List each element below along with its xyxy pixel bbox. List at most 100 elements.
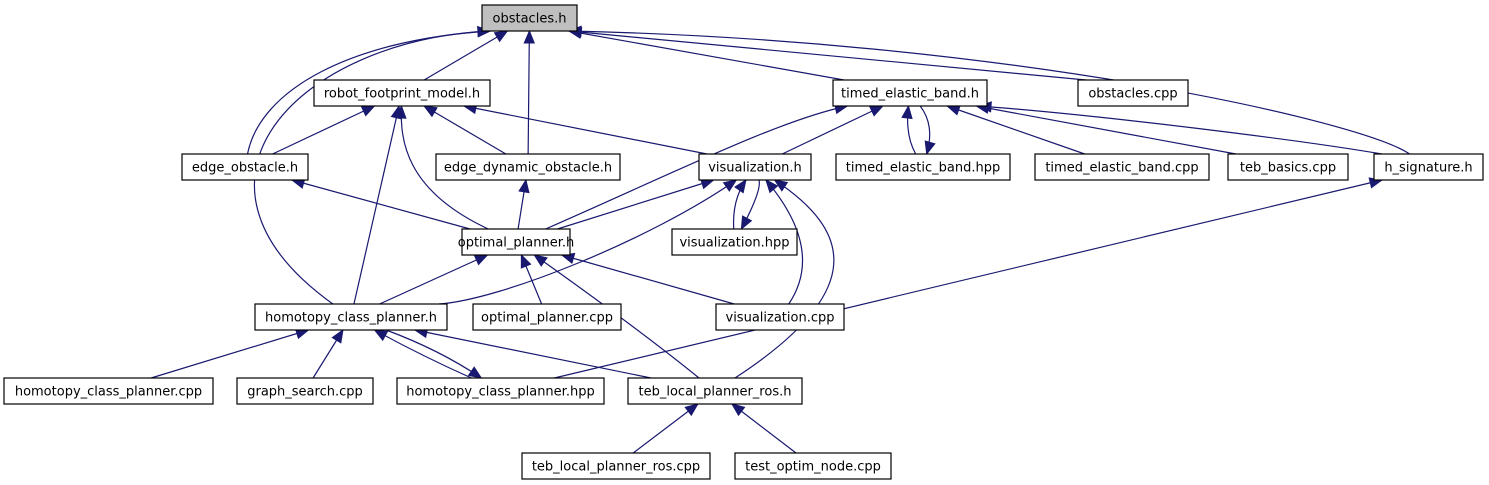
node-teb-basics-cpp[interactable]: teb_basics.cpp bbox=[1227, 153, 1349, 181]
node-robot-footprint-model-h[interactable]: robot_footprint_model.h bbox=[313, 79, 491, 107]
node-homotopy-class-planner-cpp[interactable]: homotopy_class_planner.cpp bbox=[3, 377, 214, 405]
node-obstacles-cpp[interactable]: obstacles.cpp bbox=[1077, 79, 1189, 107]
edge-visualization-hpp-to-visualization-h bbox=[732, 178, 747, 230]
node-box bbox=[181, 153, 309, 181]
node-box bbox=[435, 153, 621, 181]
node-visualization-hpp[interactable]: visualization.hpp bbox=[671, 228, 798, 256]
node-label: edge_dynamic_obstacle.h bbox=[444, 161, 612, 176]
edge-homotopy-class-planner-h-to-homotopy-class-planner-hpp bbox=[385, 329, 483, 379]
node-timed-elastic-band-h[interactable]: timed_elastic_band.h bbox=[832, 79, 988, 107]
edge-homotopy-class-planner-h-to-optimal-planner-h bbox=[379, 254, 489, 305]
node-box bbox=[236, 377, 374, 405]
node-label: test_optim_node.cpp bbox=[745, 460, 881, 475]
node-label: homotopy_class_planner.cpp bbox=[15, 385, 202, 400]
edge-line bbox=[253, 30, 491, 305]
node-teb-local-planner-ros-h[interactable]: teb_local_planner_ros.h bbox=[627, 377, 803, 405]
edge-line bbox=[568, 30, 1087, 81]
edge-line bbox=[385, 329, 482, 379]
node-label: timed_elastic_band.h bbox=[841, 87, 979, 102]
edge-line bbox=[765, 179, 804, 305]
edge-optimal-planner-h-to-visualization-h bbox=[557, 178, 715, 230]
edge-line bbox=[781, 105, 884, 155]
edge-visualization-h-to-timed-elastic-band-h bbox=[781, 105, 884, 155]
edge-line bbox=[353, 105, 400, 305]
edge-line bbox=[533, 254, 700, 379]
node-visualization-h[interactable]: visualization.h bbox=[698, 153, 812, 181]
arrowhead-icon bbox=[518, 178, 530, 194]
edge-obstacles-cpp-to-obstacles-h bbox=[567, 26, 1087, 81]
arrowhead-icon bbox=[520, 253, 532, 269]
edge-line bbox=[734, 179, 835, 379]
node-teb-local-planner-ros-cpp[interactable]: teb_local_planner_ros.cpp bbox=[521, 452, 711, 480]
node-graph-search-cpp[interactable]: graph_search.cpp bbox=[236, 377, 374, 405]
edge-line bbox=[568, 30, 845, 81]
node-timed-elastic-band-cpp[interactable]: timed_elastic_band.cpp bbox=[1034, 153, 1210, 181]
arrowhead-icon bbox=[523, 29, 535, 44]
node-box bbox=[671, 228, 798, 256]
node-box bbox=[461, 228, 571, 256]
node-label: h_signature.h bbox=[1384, 161, 1472, 176]
node-label: edge_obstacle.h bbox=[192, 161, 298, 176]
node-box bbox=[698, 153, 812, 181]
edge-robot-footprint-model-h-to-obstacles-h bbox=[423, 30, 509, 81]
edge-line bbox=[423, 30, 508, 81]
edge-line bbox=[947, 105, 1085, 155]
node-box bbox=[835, 153, 1011, 181]
edge-line bbox=[557, 179, 714, 230]
edge-line bbox=[731, 403, 797, 454]
arrowhead-icon bbox=[901, 104, 913, 120]
edge-visualization-h-to-visualization-hpp bbox=[740, 179, 760, 231]
edge-homotopy-class-planner-cpp-to-homotopy-class-planner-h bbox=[150, 328, 310, 379]
node-edge-dynamic-obstacle-h[interactable]: edge_dynamic_obstacle.h bbox=[435, 153, 621, 181]
node-box bbox=[1077, 79, 1189, 107]
edge-visualization-cpp-to-visualization-h bbox=[765, 179, 804, 305]
node-optimal-planner-h[interactable]: optimal_planner.h bbox=[458, 228, 575, 256]
node-optimal-planner-cpp[interactable]: optimal_planner.cpp bbox=[472, 303, 622, 331]
edge-test-optim-node-cpp-to-teb-local-planner-ros-h bbox=[730, 403, 797, 454]
node-label: visualization.h bbox=[708, 161, 802, 176]
edge-line bbox=[423, 105, 507, 155]
node-box bbox=[472, 303, 622, 331]
node-label: obstacles.h bbox=[493, 12, 567, 27]
node-box bbox=[1373, 153, 1484, 181]
node-label: visualization.hpp bbox=[679, 236, 789, 251]
arrowhead-icon bbox=[730, 403, 746, 417]
node-visualization-cpp[interactable]: visualization.cpp bbox=[715, 303, 845, 331]
node-timed-elastic-band-hpp[interactable]: timed_elastic_band.hpp bbox=[835, 153, 1011, 181]
node-label: robot_footprint_model.h bbox=[324, 87, 480, 102]
edge-visualization-h-to-robot-footprint-model-h bbox=[462, 102, 708, 155]
edge-timed-elastic-band-hpp-to-timed-elastic-band-h bbox=[901, 104, 917, 155]
edge-teb-local-planner-ros-h-to-visualization-h bbox=[734, 179, 835, 379]
node-obstacles-h[interactable]: obstacles.h bbox=[481, 4, 578, 32]
node-homotopy-class-planner-hpp[interactable]: homotopy_class_planner.hpp bbox=[396, 377, 605, 405]
edge-timed-elastic-band-cpp-to-timed-elastic-band-h bbox=[946, 104, 1085, 155]
node-box bbox=[715, 303, 845, 331]
node-label: teb_local_planner_ros.h bbox=[639, 385, 792, 400]
edge-line bbox=[463, 105, 708, 155]
node-homotopy-class-planner-h[interactable]: homotopy_class_planner.h bbox=[254, 303, 448, 331]
arrowhead-icon bbox=[473, 254, 489, 266]
node-box bbox=[521, 452, 711, 480]
node-edge-obstacle-h[interactable]: edge_obstacle.h bbox=[181, 153, 309, 181]
edge-homotopy-class-planner-h-to-robot-footprint-model-h bbox=[353, 104, 402, 305]
node-label: visualization.cpp bbox=[726, 311, 835, 326]
node-test-optim-node-cpp[interactable]: test_optim_node.cpp bbox=[734, 452, 892, 480]
node-h-signature-h[interactable]: h_signature.h bbox=[1373, 153, 1484, 181]
arrowhead-icon bbox=[467, 366, 483, 379]
node-box bbox=[1227, 153, 1349, 181]
edge-teb-local-planner-ros-cpp-to-teb-local-planner-ros-h bbox=[632, 403, 699, 454]
node-label: teb_basics.cpp bbox=[1240, 161, 1336, 176]
node-box bbox=[254, 303, 448, 331]
edge-line bbox=[272, 105, 375, 155]
arrowhead-icon bbox=[684, 403, 699, 417]
edge-line bbox=[150, 329, 309, 379]
node-label: graph_search.cpp bbox=[247, 385, 363, 400]
arrowhead-icon bbox=[740, 215, 753, 231]
arrowhead-icon bbox=[331, 328, 344, 344]
edge-line bbox=[527, 30, 530, 155]
node-label: teb_local_planner_ros.cpp bbox=[532, 460, 700, 475]
node-box bbox=[3, 377, 214, 405]
edge-edge-obstacle-h-to-robot-footprint-model-h bbox=[272, 105, 376, 155]
